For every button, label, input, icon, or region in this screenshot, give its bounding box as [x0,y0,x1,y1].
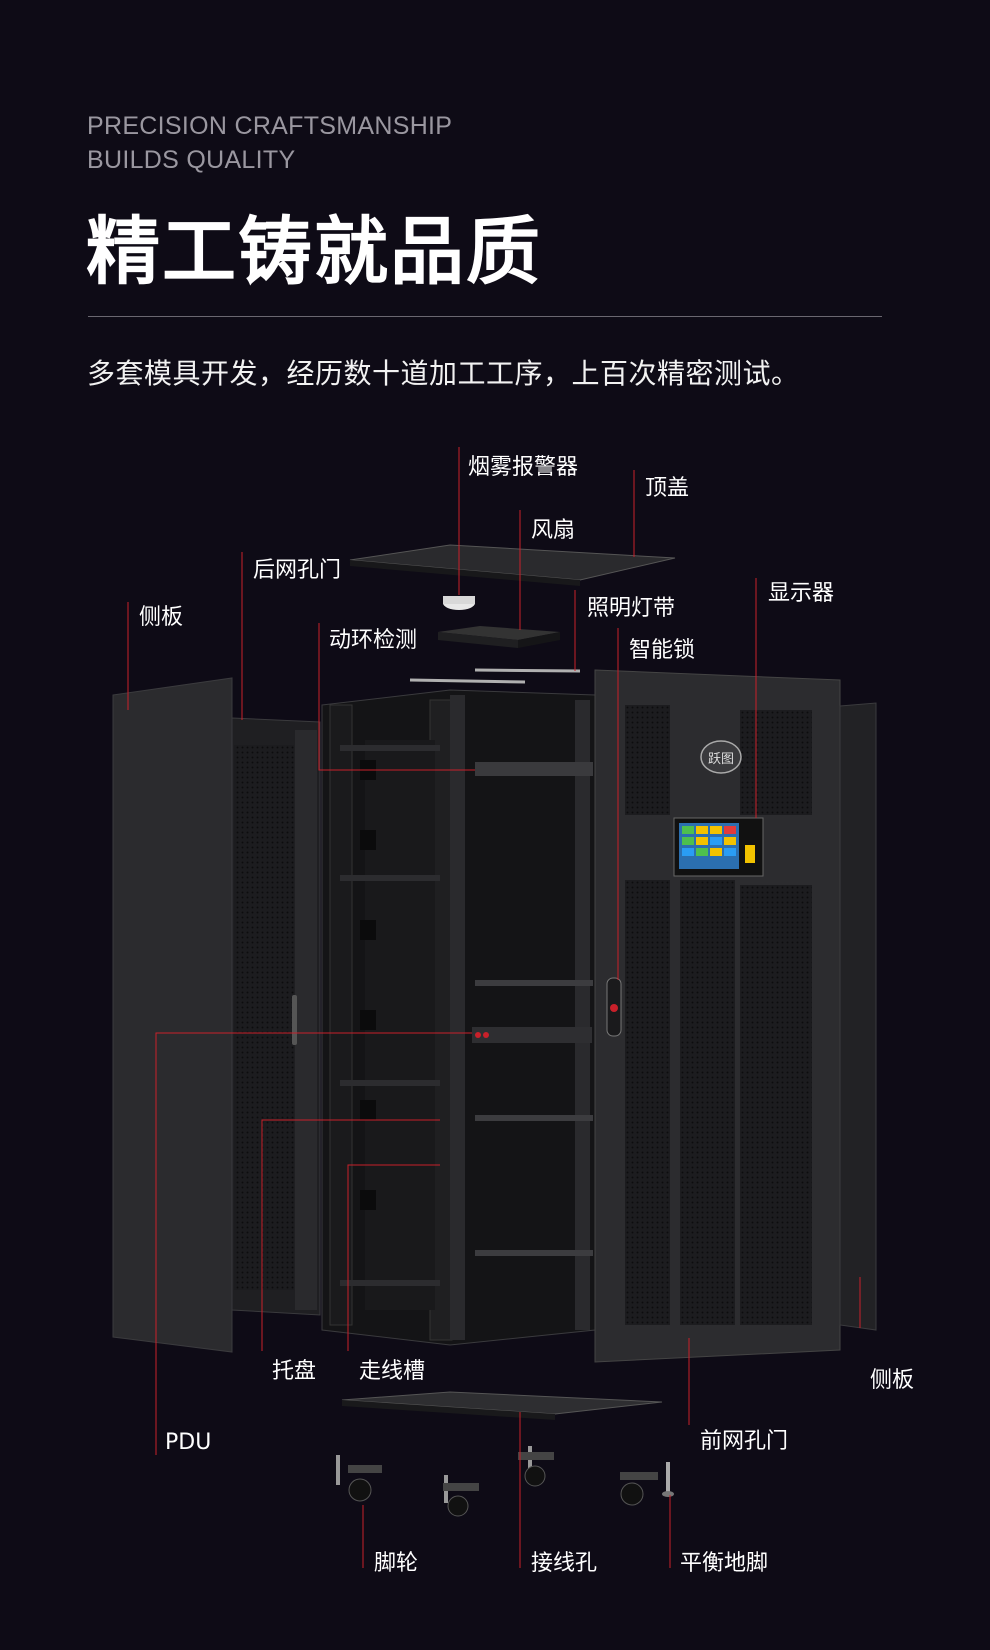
label-lighting-strip: 照明灯带 [587,596,676,621]
tagline-line-1: PRECISION CRAFTSMANSHIP [87,112,453,140]
smoke-alarm-device [443,596,475,610]
label-leveling-foot: 平衡地脚 [680,1551,769,1576]
label-smoke-alarm: 烟雾报警器 [468,455,579,480]
leader-lines [127,447,861,1568]
brand-logo-text: 跃图 [708,752,734,767]
title-divider [88,316,882,317]
right-side-panel [839,702,877,1331]
label-top-cover: 顶盖 [645,476,690,501]
label-tray: 托盘 [272,1359,317,1384]
label-display: 显示器 [768,581,835,606]
caster-wheels [336,1446,674,1517]
label-cable-hole: 接线孔 [531,1551,598,1576]
lighting-strip-bar [409,668,581,684]
touch-display-screen [673,817,764,877]
label-fan: 风扇 [531,518,576,543]
brand-logo-badge: 跃图 [700,740,742,774]
label-smart-lock: 智能锁 [629,638,696,663]
label-pdu: PDU [165,1430,212,1455]
label-front-mesh-door: 前网孔门 [700,1429,789,1454]
label-side-panel-left: 侧板 [139,605,184,630]
label-caster: 脚轮 [374,1551,419,1576]
bottom-base-plate [341,1391,663,1420]
label-env-monitor: 动环检测 [329,628,418,653]
page-subtitle: 多套模具开发，经历数十道加工工序，上百次精密测试。 [87,357,800,390]
front-mesh-door-panel [594,669,841,1363]
label-cable-trough: 走线槽 [359,1359,426,1384]
top-cover-panel [349,544,676,586]
page-title: 精工铸就品质 [86,209,542,295]
label-side-panel-right: 侧板 [870,1368,915,1393]
cabinet-frame [321,689,596,1346]
fan-unit [438,626,560,648]
left-side-panel [112,677,233,1353]
tagline-line-2: BUILDS QUALITY [87,146,296,174]
label-rear-mesh-door: 后网孔门 [253,558,342,583]
rear-mesh-door-panel [231,717,321,1316]
